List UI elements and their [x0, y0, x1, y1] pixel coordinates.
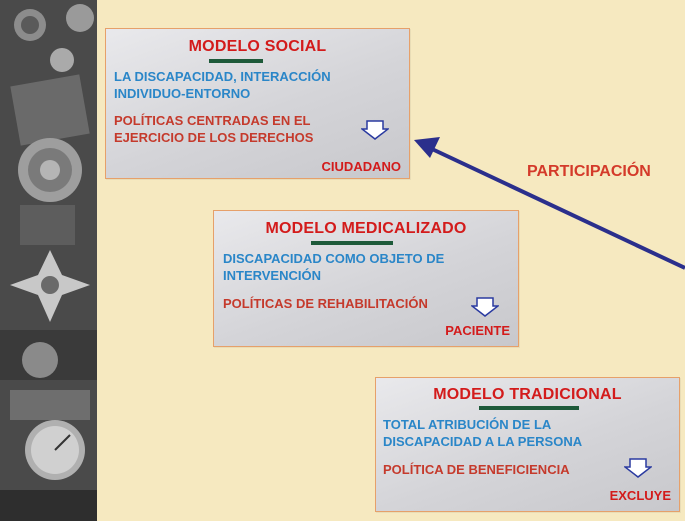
- modelo-tradicional-box: MODELO TRADICIONAL TOTAL ATRIBUCIÓN DE L…: [375, 377, 680, 512]
- modelo-medicalizado-box: MODELO MEDICALIZADO DISCAPACIDAD COMO OB…: [213, 210, 519, 347]
- modelo-tradicional-line3: POLÍTICA DE BENEFICIENCIA: [383, 462, 570, 477]
- modelo-medicalizado-tag: PACIENTE: [445, 323, 510, 338]
- modelo-medicalizado-title: MODELO MEDICALIZADO: [265, 220, 467, 237]
- down-arrow-icon: [624, 458, 652, 478]
- down-arrow-icon: [361, 120, 389, 140]
- modelo-social-line3: POLÍTICAS CENTRADAS EN EL: [114, 113, 311, 128]
- medal-photo-icon: [0, 0, 97, 521]
- modelo-medicalizado-line1: DISCAPACIDAD COMO OBJETO DE: [223, 251, 445, 266]
- modelo-medicalizado-line3: POLÍTICAS DE REHABILITACIÓN: [223, 296, 428, 311]
- modelo-social-line4: EJERCICIO DE LOS DERECHOS: [114, 130, 314, 145]
- participacion-label: PARTICIPACIÓN: [527, 163, 651, 180]
- modelo-tradicional-line1: TOTAL ATRIBUCIÓN DE LA: [383, 417, 552, 432]
- modelo-social-box: MODELO SOCIAL LA DISCAPACIDAD, INTERACCI…: [105, 28, 410, 179]
- participation-arrow-line: [431, 147, 685, 270]
- modelo-social-line1: LA DISCAPACIDAD, INTERACCIÓN: [114, 69, 331, 84]
- modelo-medicalizado-underline: [311, 241, 393, 245]
- modelo-tradicional-underline: [479, 406, 579, 410]
- modelo-social-underline: [209, 59, 263, 63]
- participation-arrow-head: [414, 137, 440, 158]
- modelo-medicalizado-line2: INTERVENCIÓN: [223, 268, 321, 283]
- modelo-social-title: MODELO SOCIAL: [188, 38, 327, 55]
- modelo-social-tag: CIUDADANO: [321, 159, 401, 174]
- modelo-social-line2: INDIVIDUO-ENTORNO: [114, 86, 251, 101]
- down-arrow-icon: [471, 297, 499, 317]
- medal-photo-drawing: [0, 0, 97, 521]
- modelo-tradicional-title: MODELO TRADICIONAL: [433, 386, 622, 403]
- modelo-tradicional-line2: DISCAPACIDAD A LA PERSONA: [383, 434, 583, 449]
- modelo-tradicional-tag: EXCLUYE: [609, 488, 671, 503]
